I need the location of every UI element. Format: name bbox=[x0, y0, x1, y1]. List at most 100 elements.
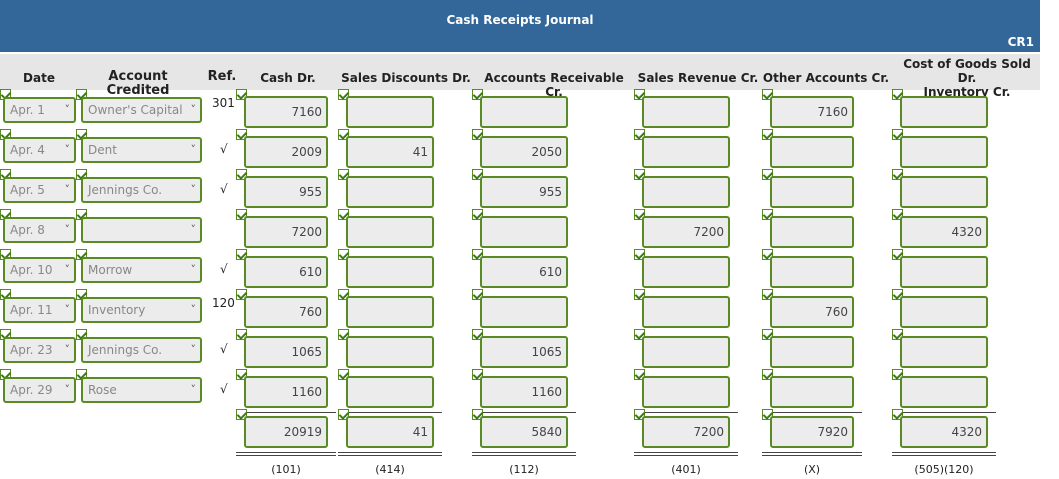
other-input[interactable] bbox=[770, 216, 854, 248]
date-select[interactable]: Apr. 29˅ bbox=[3, 377, 76, 403]
sales-disc-check-icon bbox=[338, 209, 349, 220]
date-select[interactable]: Apr. 23˅ bbox=[3, 337, 76, 363]
cash-input[interactable]: 1160 bbox=[244, 376, 328, 408]
ar-input[interactable] bbox=[480, 296, 568, 328]
date-select[interactable]: Apr. 5˅ bbox=[3, 177, 76, 203]
other-input[interactable] bbox=[770, 336, 854, 368]
other-input[interactable]: 760 bbox=[770, 296, 854, 328]
cogs-input[interactable]: 4320 bbox=[900, 216, 988, 248]
ar-input[interactable]: 1065 bbox=[480, 336, 568, 368]
cash-account-code: (101) bbox=[271, 463, 301, 476]
account-credited-select[interactable]: ˅ bbox=[81, 217, 202, 243]
cash-input[interactable]: 760 bbox=[244, 296, 328, 328]
sales-rev-input[interactable] bbox=[642, 336, 730, 368]
date-select[interactable]: Apr. 8˅ bbox=[3, 217, 76, 243]
total-rule-line bbox=[472, 412, 576, 413]
other-input[interactable] bbox=[770, 176, 854, 208]
sales-disc-total-input[interactable]: 41 bbox=[346, 416, 434, 448]
date-select[interactable]: Apr. 11˅ bbox=[3, 297, 76, 323]
sales-rev-input[interactable] bbox=[642, 256, 730, 288]
cogs-input[interactable] bbox=[900, 176, 988, 208]
other-input[interactable] bbox=[770, 256, 854, 288]
account-credited-select[interactable]: Owner's Capital ˅ bbox=[81, 97, 202, 123]
ar-input[interactable]: 955 bbox=[480, 176, 568, 208]
total-rule-line bbox=[762, 412, 862, 413]
date-select[interactable]: Apr. 1˅ bbox=[3, 97, 76, 123]
ref-value: 120 bbox=[212, 296, 235, 310]
account-credited-select[interactable]: Inventory˅ bbox=[81, 297, 202, 323]
ar-input[interactable]: 1160 bbox=[480, 376, 568, 408]
cogs-input[interactable] bbox=[900, 136, 988, 168]
double-rule-line bbox=[338, 455, 442, 456]
ar-total-check-icon bbox=[472, 409, 483, 420]
header-sales-revenue-cr: Sales Revenue Cr. bbox=[637, 71, 759, 85]
sales-rev-check-icon bbox=[634, 369, 645, 380]
sales-disc-input[interactable] bbox=[346, 256, 434, 288]
chevron-down-icon: ˅ bbox=[64, 103, 71, 116]
sales-rev-total-input[interactable]: 7200 bbox=[642, 416, 730, 448]
cogs-check-icon bbox=[892, 369, 903, 380]
sales-rev-input[interactable] bbox=[642, 176, 730, 208]
account-credited-select[interactable]: Jennings Co.˅ bbox=[81, 337, 202, 363]
sales-disc-input[interactable] bbox=[346, 336, 434, 368]
cash-input[interactable]: 1065 bbox=[244, 336, 328, 368]
cogs-input[interactable] bbox=[900, 256, 988, 288]
sales-rev-input[interactable] bbox=[642, 376, 730, 408]
sales-disc-input[interactable] bbox=[346, 96, 434, 128]
account-credited-select[interactable]: Dent˅ bbox=[81, 137, 202, 163]
account-value: Morrow bbox=[88, 263, 133, 277]
sales-disc-input[interactable] bbox=[346, 376, 434, 408]
other-input[interactable] bbox=[770, 376, 854, 408]
double-rule-line bbox=[236, 455, 336, 456]
sales-rev-check-icon bbox=[634, 249, 645, 260]
cash-check-icon bbox=[236, 329, 247, 340]
ar-total-input[interactable]: 5840 bbox=[480, 416, 568, 448]
sales-disc-input[interactable]: 41 bbox=[346, 136, 434, 168]
account-value: Owner's Capital bbox=[88, 103, 183, 117]
cash-total-input[interactable]: 20919 bbox=[244, 416, 328, 448]
sales-rev-input[interactable] bbox=[642, 296, 730, 328]
cash-input[interactable]: 955 bbox=[244, 176, 328, 208]
cogs-input[interactable] bbox=[900, 96, 988, 128]
other-input[interactable] bbox=[770, 136, 854, 168]
account-value: Inventory bbox=[88, 303, 146, 317]
sales-rev-input[interactable] bbox=[642, 136, 730, 168]
ar-check-icon bbox=[472, 369, 483, 380]
ar-input[interactable]: 610 bbox=[480, 256, 568, 288]
cogs-input[interactable] bbox=[900, 376, 988, 408]
sales-rev-input[interactable] bbox=[642, 96, 730, 128]
date-select[interactable]: Apr. 4˅ bbox=[3, 137, 76, 163]
cogs-input[interactable] bbox=[900, 296, 988, 328]
header-ref: Ref. bbox=[207, 69, 237, 84]
account-credited-select[interactable]: Rose˅ bbox=[81, 377, 202, 403]
cogs-check-icon bbox=[892, 329, 903, 340]
other-total-input[interactable]: 7920 bbox=[770, 416, 854, 448]
ar-input[interactable] bbox=[480, 216, 568, 248]
cogs-input[interactable] bbox=[900, 336, 988, 368]
cash-input[interactable]: 2009 bbox=[244, 136, 328, 168]
cogs-check-icon bbox=[892, 169, 903, 180]
cash-input[interactable]: 610 bbox=[244, 256, 328, 288]
cogs-total-input[interactable]: 4320 bbox=[900, 416, 988, 448]
total-rule-line bbox=[892, 412, 996, 413]
cash-input[interactable]: 7200 bbox=[244, 216, 328, 248]
sales-disc-input[interactable] bbox=[346, 296, 434, 328]
sales-disc-input[interactable] bbox=[346, 176, 434, 208]
cash-check-icon bbox=[236, 209, 247, 220]
header-date: Date bbox=[23, 71, 55, 85]
sales-rev-input[interactable]: 7200 bbox=[642, 216, 730, 248]
ar-input[interactable] bbox=[480, 96, 568, 128]
cash-input[interactable]: 7160 bbox=[244, 96, 328, 128]
account-credited-select[interactable]: Morrow˅ bbox=[81, 257, 202, 283]
sales-disc-input[interactable] bbox=[346, 216, 434, 248]
sales-disc-check-icon bbox=[338, 329, 349, 340]
chevron-down-icon: ˅ bbox=[190, 103, 197, 116]
date-select[interactable]: Apr. 10˅ bbox=[3, 257, 76, 283]
ar-input[interactable]: 2050 bbox=[480, 136, 568, 168]
other-input[interactable]: 7160 bbox=[770, 96, 854, 128]
account-credited-select[interactable]: Jennings Co.˅ bbox=[81, 177, 202, 203]
date-value: Apr. 11 bbox=[10, 303, 53, 317]
double-rule-line bbox=[472, 452, 576, 453]
